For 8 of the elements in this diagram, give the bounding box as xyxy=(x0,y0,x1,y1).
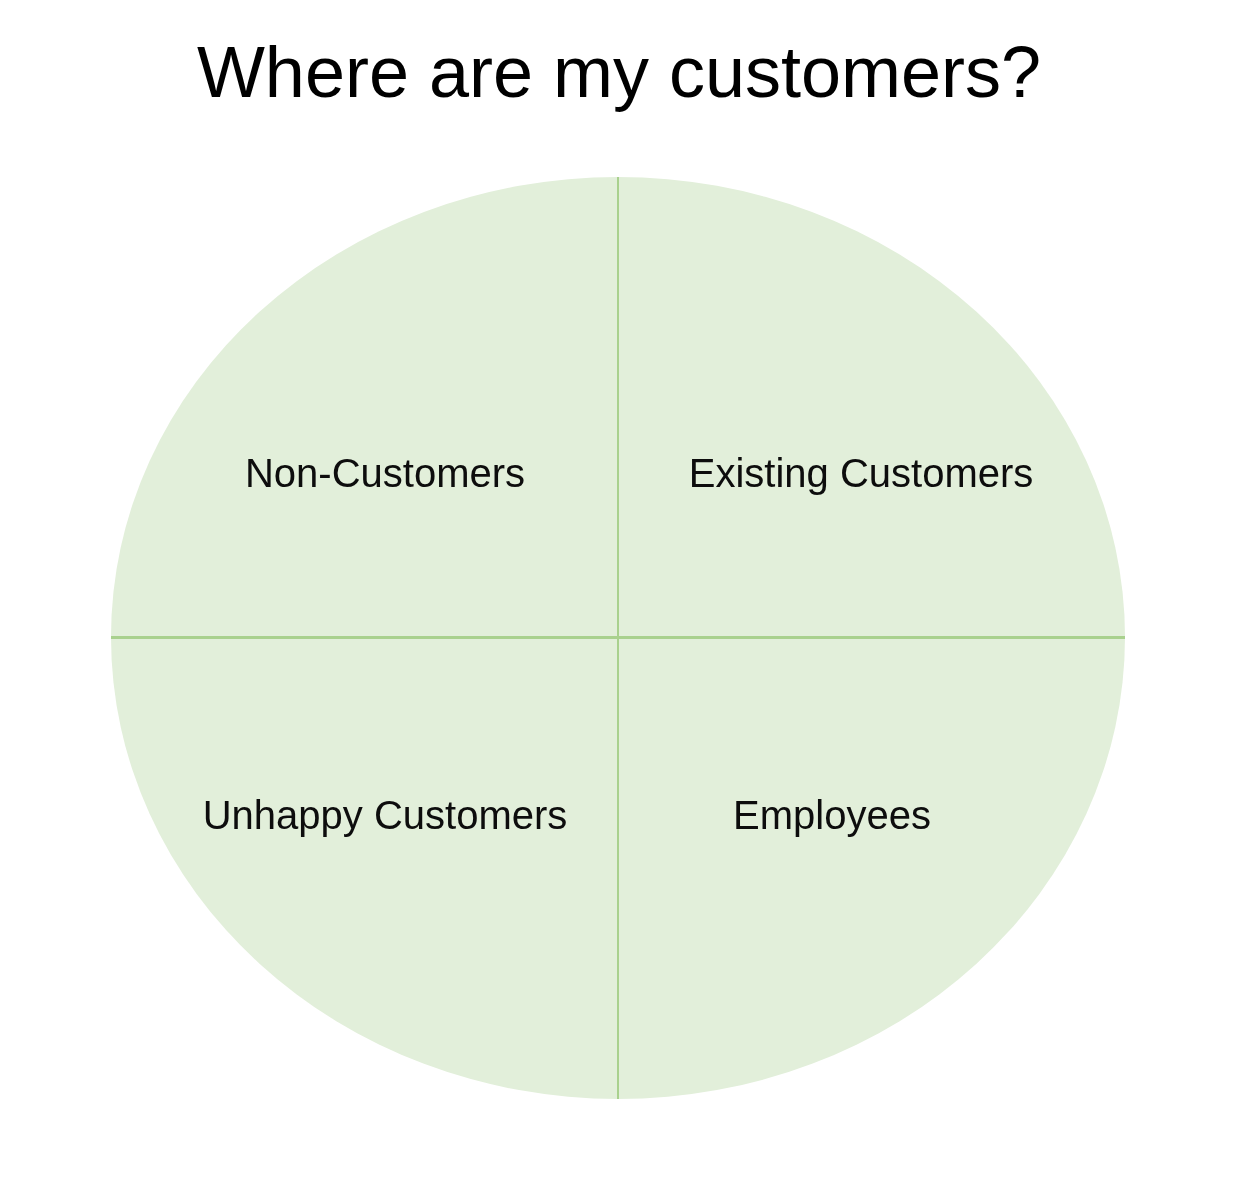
quadrant xyxy=(111,637,618,1099)
quadrant xyxy=(111,177,618,637)
quadrant-label: Existing Customers xyxy=(688,453,1034,493)
quadrant-label: Non-Customers xyxy=(244,453,526,493)
quadrant xyxy=(618,177,1125,637)
quadrant-label: Employees xyxy=(733,795,931,835)
quadrant-label: Unhappy Customers xyxy=(202,795,568,835)
quadrant xyxy=(618,637,1125,1099)
